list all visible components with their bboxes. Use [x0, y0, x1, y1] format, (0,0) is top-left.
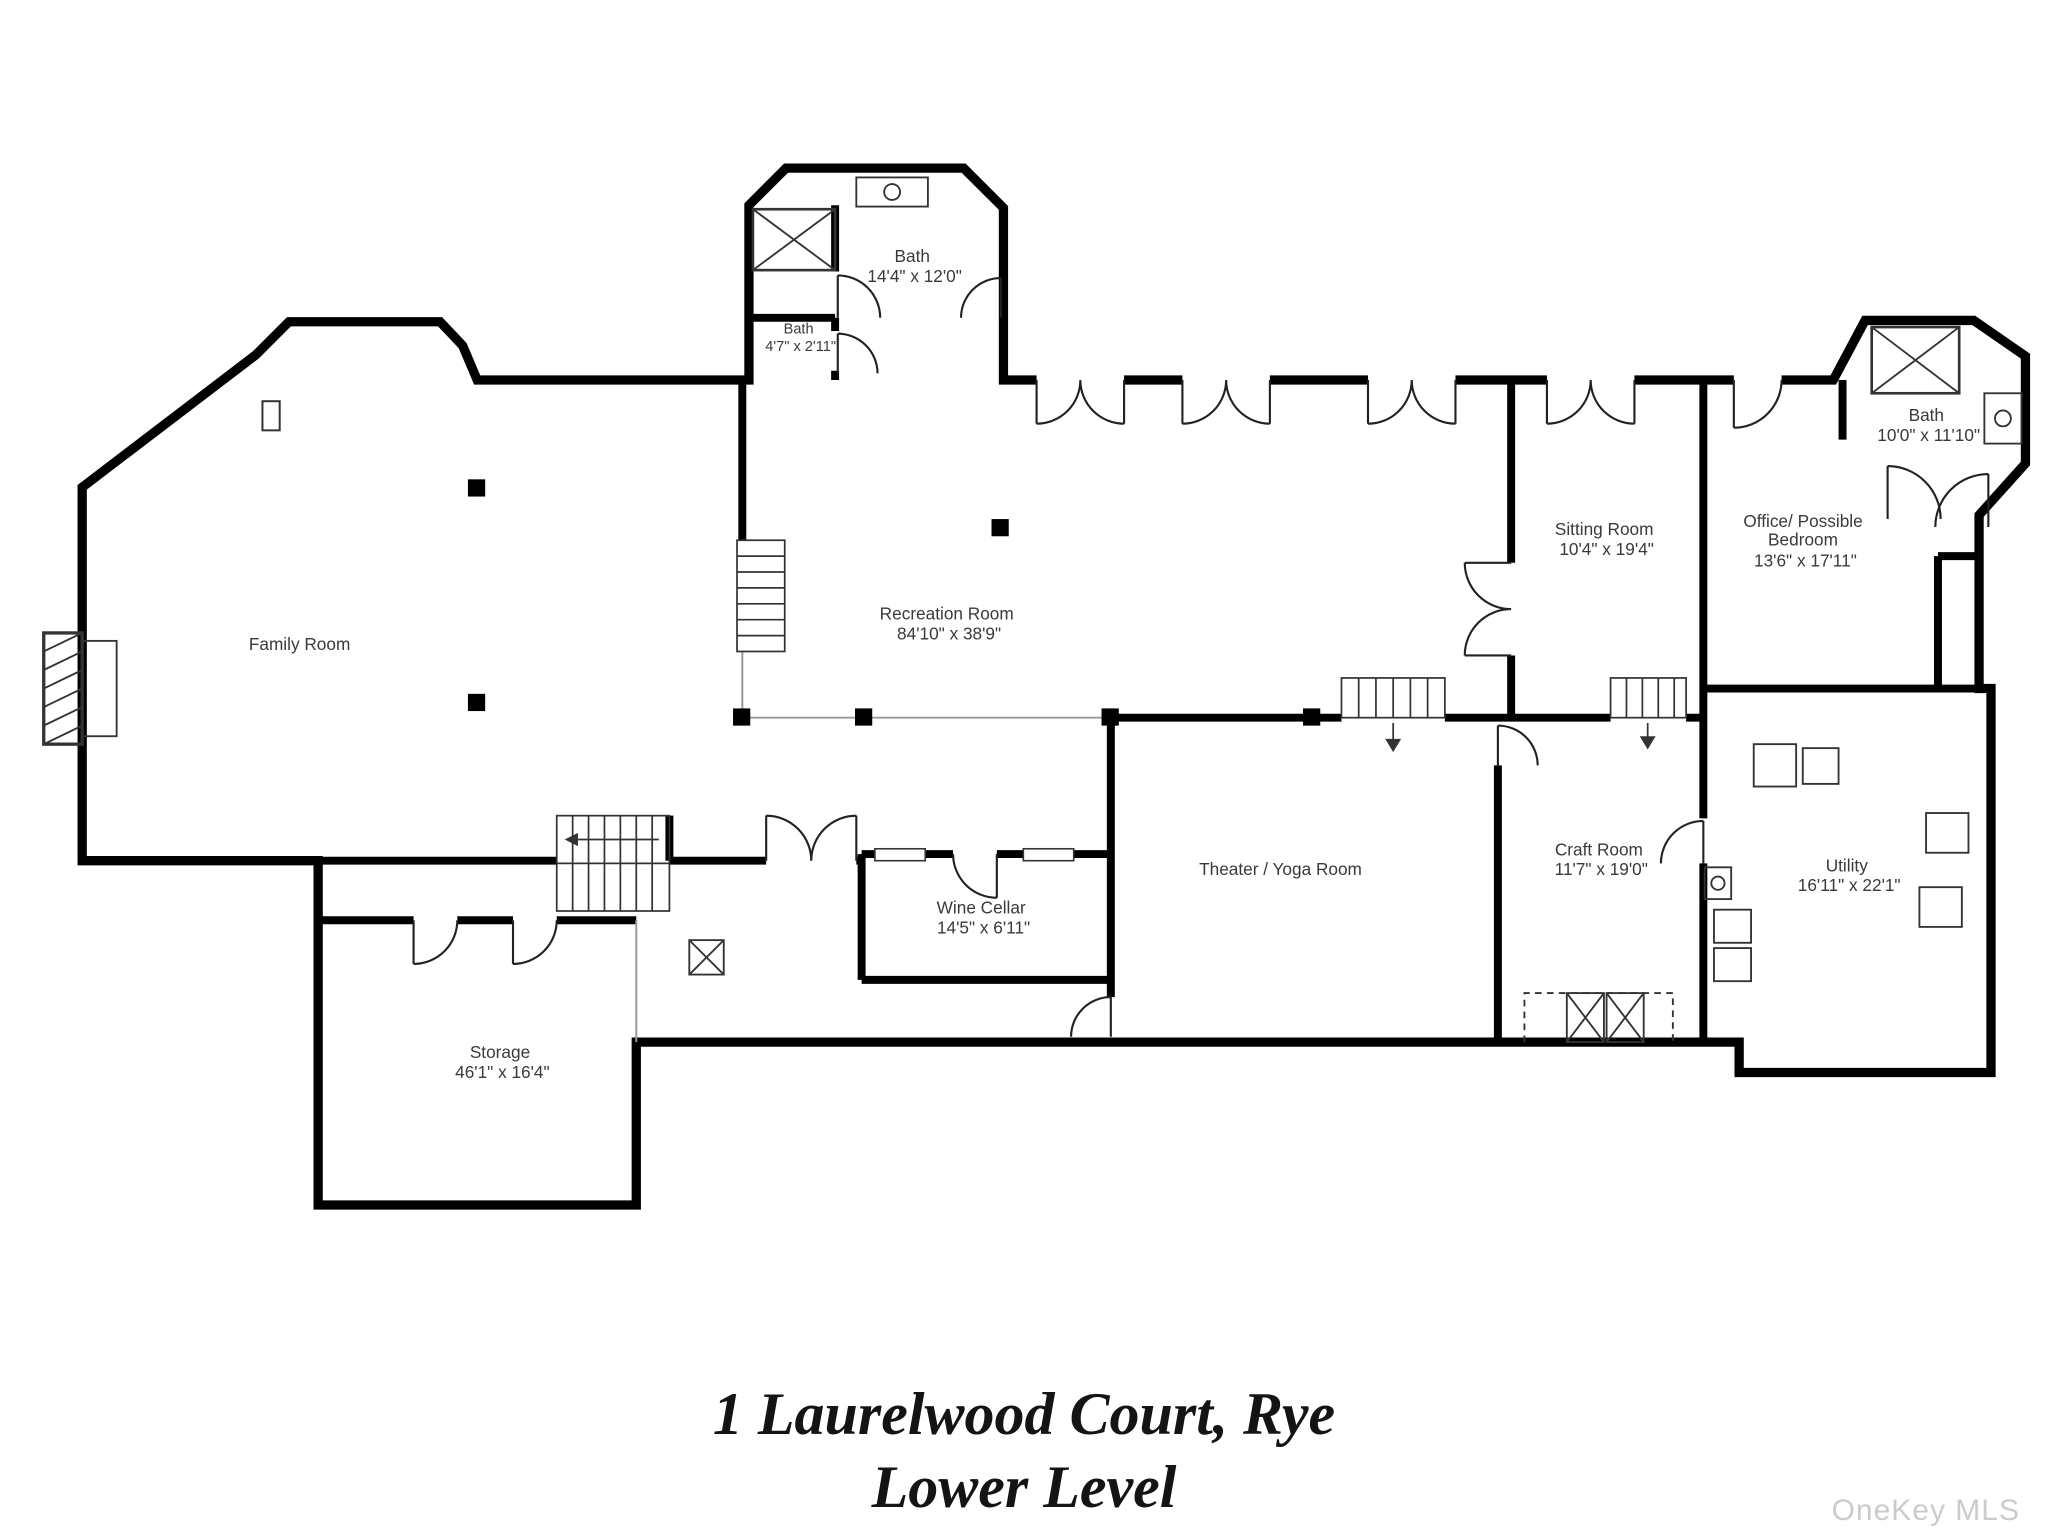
craft-sink-icon	[1703, 866, 1733, 901]
room-name: Office/ Possible	[1743, 511, 1862, 531]
room-label-office: Office/ Possible Bedroom 13'6" x 17'11"	[1743, 511, 1867, 571]
room-name: Bath	[784, 322, 814, 338]
room-dims: 46'1" x 16'4"	[455, 1062, 549, 1082]
room-label-craft: Craft Room 11'7" x 19'0"	[1555, 839, 1648, 879]
room-dims: 14'4" x 12'0"	[867, 266, 961, 286]
room-name: Bedroom	[1768, 530, 1838, 550]
door-icon	[1545, 380, 1636, 425]
room-dims: 13'6" x 17'11"	[1754, 551, 1857, 571]
door-icon	[765, 814, 858, 861]
room-dims: 14'5" x 6'11"	[937, 918, 1030, 938]
room-dims: 10'0" x 11'10"	[1877, 425, 1980, 445]
stairs-down-arrowhead-icon	[1639, 736, 1656, 750]
door-icon	[836, 274, 882, 318]
door-icon	[1035, 380, 1126, 425]
door-icon	[959, 277, 1002, 318]
door-icon	[1659, 819, 1705, 864]
sink-icon	[1983, 392, 2023, 445]
room-label-utility: Utility 16'11" x 22'1"	[1798, 855, 1901, 895]
fireplace	[42, 631, 118, 746]
support-box	[688, 939, 725, 976]
door-icon	[1886, 465, 1942, 520]
window-marker	[261, 400, 281, 432]
door-icon	[1181, 380, 1271, 425]
column	[733, 708, 751, 726]
room-name: Craft Room	[1555, 839, 1643, 859]
door-icon	[1732, 380, 1783, 429]
room-label-theater: Theater / Yoga Room	[1199, 859, 1362, 879]
room-name: Utility	[1826, 855, 1869, 875]
outer-wall	[77, 163, 2031, 1210]
room-name: Bath	[1909, 405, 1944, 425]
staircase-recreation-left	[736, 539, 786, 653]
column	[467, 693, 486, 712]
column	[854, 708, 873, 726]
door-arcs	[412, 274, 1990, 1037]
plan-title-level: Lower Level	[871, 1454, 1177, 1521]
room-name: Storage	[470, 1042, 530, 1062]
room-name: Family Room	[249, 634, 350, 654]
room-dims: 84'10" x 38'9"	[897, 624, 1001, 644]
room-label-bath-small: Bath 4'7" x 2'11"	[765, 322, 836, 355]
door-icon	[952, 854, 998, 899]
room-name: Theater / Yoga Room	[1199, 859, 1362, 879]
room-label-wine: Wine Cellar 14'5" x 6'11"	[937, 898, 1031, 938]
room-name: Bath	[895, 246, 930, 266]
room-label-storage: Storage 46'1" x 16'4"	[455, 1042, 549, 1082]
staircase-craft	[1609, 677, 1687, 750]
room-label-sitting: Sitting Room 10'4" x 19'4"	[1555, 519, 1658, 559]
wine-cellar-windows	[874, 847, 1075, 862]
door-icon	[836, 332, 879, 374]
door-icon	[1934, 472, 1990, 528]
stairs	[555, 539, 1687, 912]
room-name: Recreation Room	[880, 604, 1014, 624]
room-label-bath-right: Bath 10'0" x 11'10"	[1877, 405, 1980, 445]
room-name: Wine Cellar	[937, 898, 1026, 918]
room-dims: 16'11" x 22'1"	[1798, 875, 1901, 895]
room-label-recreation: Recreation Room 84'10" x 38'9"	[880, 604, 1019, 644]
utility-equipment	[1713, 743, 1970, 983]
room-dims: 4'7" x 2'11"	[765, 339, 836, 355]
door-icon	[412, 920, 459, 966]
room-label-bath-top: Bath 14'4" x 12'0"	[867, 246, 961, 286]
room-dims: 10'4" x 19'4"	[1559, 539, 1653, 559]
room-dims: 11'7" x 19'0"	[1555, 859, 1648, 879]
stairs-arrowhead-icon	[564, 832, 578, 847]
fixtures	[42, 176, 2023, 1044]
room-name: Sitting Room	[1555, 519, 1654, 539]
column	[1303, 708, 1321, 726]
staircase-southwest	[555, 814, 671, 912]
door-icon	[1069, 996, 1112, 1037]
door-icon	[511, 920, 558, 966]
column	[1101, 708, 1119, 726]
door-icon	[1496, 724, 1539, 766]
plan-title: 1 Laurelwood Court, Rye Lower Level	[0, 1378, 2048, 1524]
room-label-family: Family Room	[249, 634, 350, 654]
column	[467, 479, 486, 497]
stairs-down-arrowhead-icon	[1385, 738, 1402, 753]
sink-icon	[855, 176, 929, 208]
staircase-theater	[1340, 677, 1446, 753]
shower-icon	[751, 207, 837, 272]
door-icon	[1463, 561, 1512, 657]
open-boundary-lines	[635, 651, 1114, 1043]
door-gaps	[1036, 372, 1782, 388]
plan-title-address: 1 Laurelwood Court, Rye	[712, 1381, 1336, 1447]
craft-counter	[1523, 992, 1674, 1044]
room-labels: Bath 14'4" x 12'0" Bath 4'7" x 2'11" Fam…	[249, 246, 1980, 1082]
column	[991, 519, 1009, 537]
shower-icon	[1870, 325, 1961, 395]
watermark-onekey-mls: OneKey MLS	[1831, 1494, 2020, 1527]
columns	[467, 479, 1321, 726]
door-icon	[1366, 380, 1457, 425]
